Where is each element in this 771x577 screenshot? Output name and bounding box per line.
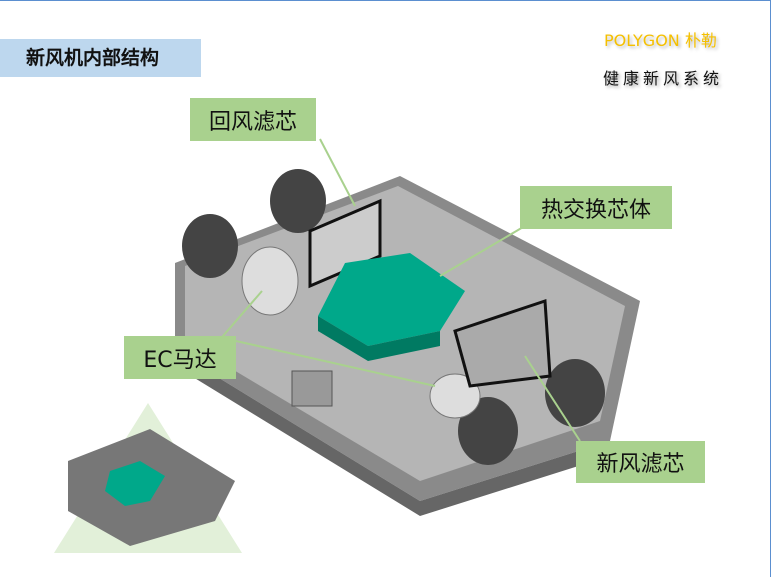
- fresh-filter-shape: [453, 298, 552, 388]
- label-fresh-filter: 新风滤芯: [576, 441, 705, 483]
- label-return-filter: 回风滤芯: [190, 98, 316, 141]
- label-ec-motor: EC马达: [124, 336, 236, 379]
- tagline: 健康新风系统: [603, 69, 724, 88]
- control-box: [291, 370, 333, 407]
- page-title: 新风机内部结构: [0, 39, 201, 77]
- thumbnail-unit: [68, 429, 235, 546]
- label-heat-exchanger: 热交换芯体: [520, 186, 672, 229]
- heat-exchanger-core: [318, 253, 465, 346]
- return-filter-shape: [308, 198, 382, 289]
- brand-logo-text: POLYGON 朴勒: [604, 31, 717, 50]
